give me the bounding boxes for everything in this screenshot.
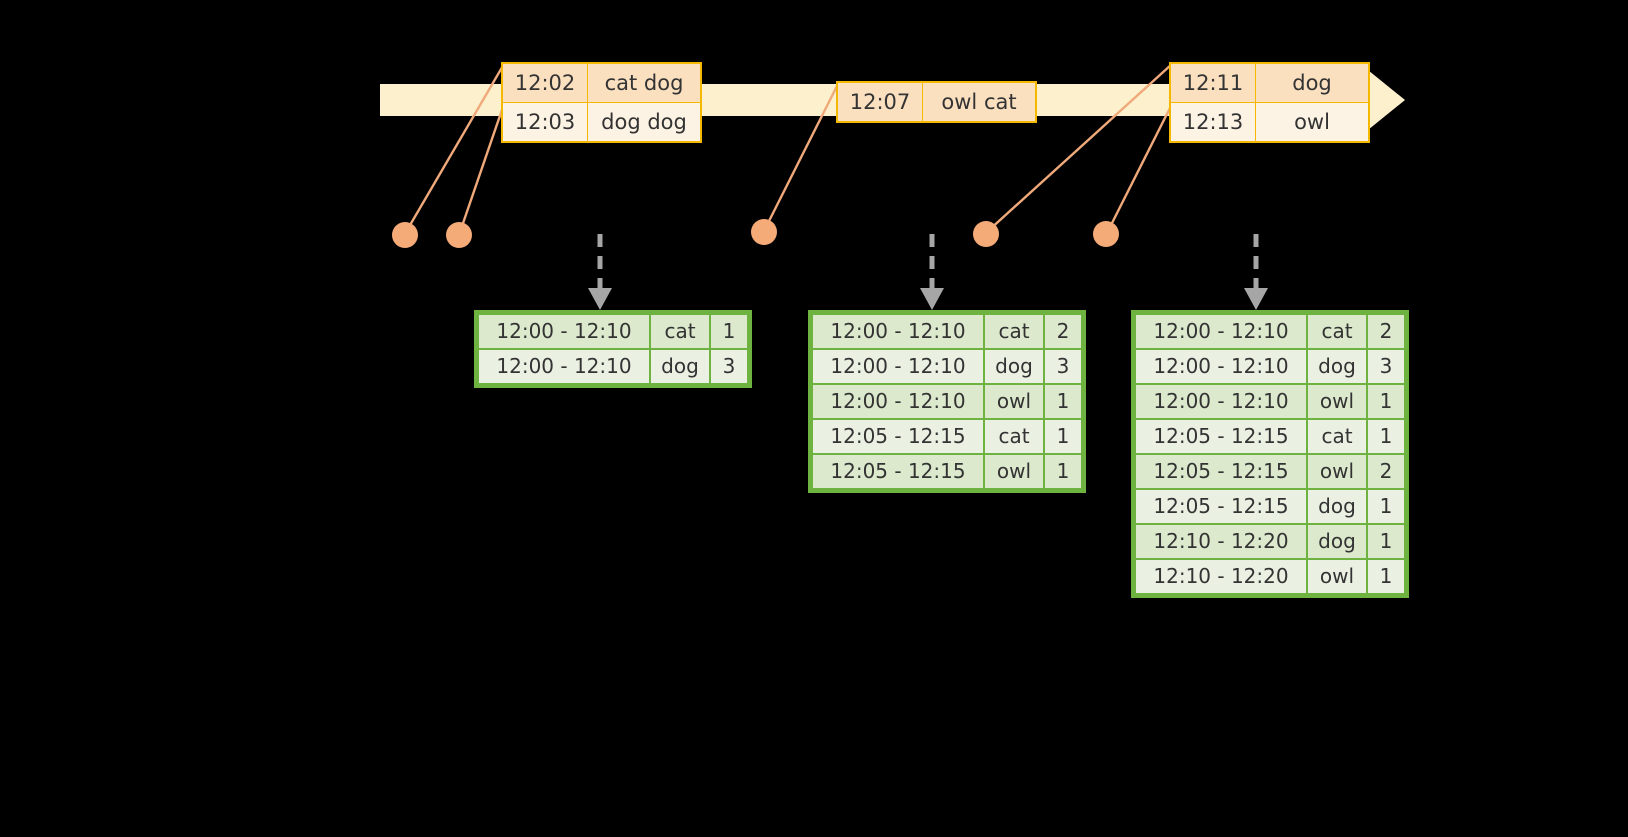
result-key: owl xyxy=(1308,455,1366,488)
emit-arrow-head-1 xyxy=(588,288,612,310)
event-time: 12:13 xyxy=(1169,102,1256,143)
result-key: dog xyxy=(1308,350,1366,383)
event-dot-3 xyxy=(751,219,777,245)
connector-line-4 xyxy=(987,63,1173,232)
result-window: 12:00 - 12:10 xyxy=(479,315,649,348)
timeline-event-group-2: 12:07 owl cat xyxy=(836,81,1037,123)
connector-line-1 xyxy=(404,63,506,233)
result-key: dog xyxy=(1308,490,1366,523)
connector-line-3 xyxy=(763,83,840,230)
event-payload: dog xyxy=(1255,62,1370,103)
result-window: 12:00 - 12:10 xyxy=(1136,315,1306,348)
timeline-event-row: 12:02 cat dog xyxy=(501,62,702,103)
event-time: 12:03 xyxy=(501,102,588,143)
result-count: 1 xyxy=(1045,385,1081,418)
result-window: 12:10 - 12:20 xyxy=(1136,525,1306,558)
event-dot-1 xyxy=(392,222,418,248)
result-window: 12:00 - 12:10 xyxy=(479,350,649,383)
result-key: cat xyxy=(985,420,1043,453)
timeline-event-group-1: 12:02 cat dog 12:03 dog dog xyxy=(501,62,702,143)
connector-line-2 xyxy=(458,103,506,233)
result-key: owl xyxy=(1308,385,1366,418)
result-count: 1 xyxy=(1368,560,1404,593)
result-key: owl xyxy=(985,455,1043,488)
result-count: 1 xyxy=(1368,525,1404,558)
emit-arrow-heads xyxy=(588,288,1268,310)
result-count: 3 xyxy=(1045,350,1081,383)
result-window: 12:05 - 12:15 xyxy=(1136,455,1306,488)
result-key: dog xyxy=(651,350,709,383)
result-count: 1 xyxy=(1368,490,1404,523)
result-count: 2 xyxy=(1368,455,1404,488)
result-count: 1 xyxy=(1368,420,1404,453)
result-window: 12:00 - 12:10 xyxy=(1136,385,1306,418)
result-key: dog xyxy=(985,350,1043,383)
timeline-event-row: 12:11 dog xyxy=(1169,62,1370,103)
result-window: 12:05 - 12:15 xyxy=(813,455,983,488)
result-count: 1 xyxy=(1045,455,1081,488)
event-time: 12:02 xyxy=(501,62,588,103)
result-count: 3 xyxy=(711,350,747,383)
event-payload: owl cat xyxy=(922,81,1037,123)
result-window: 12:00 - 12:10 xyxy=(813,385,983,418)
connector-lines xyxy=(404,63,1174,233)
event-dot-2 xyxy=(446,222,472,248)
timeline-event-row: 12:13 owl xyxy=(1169,102,1370,143)
result-key: owl xyxy=(985,385,1043,418)
result-key: cat xyxy=(1308,315,1366,348)
timeline-event-group-3: 12:11 dog 12:13 owl xyxy=(1169,62,1370,143)
result-window: 12:00 - 12:10 xyxy=(813,350,983,383)
event-payload: owl xyxy=(1255,102,1370,143)
result-key: owl xyxy=(1308,560,1366,593)
event-payload: cat dog xyxy=(587,62,702,103)
result-count: 2 xyxy=(1368,315,1404,348)
event-time: 12:07 xyxy=(836,81,923,123)
timeline-event-row: 12:07 owl cat xyxy=(836,81,1037,123)
result-key: cat xyxy=(651,315,709,348)
event-time: 12:11 xyxy=(1169,62,1256,103)
result-key: dog xyxy=(1308,525,1366,558)
result-window: 12:00 - 12:10 xyxy=(813,315,983,348)
event-payload: dog dog xyxy=(587,102,702,143)
result-window: 12:05 - 12:15 xyxy=(813,420,983,453)
emit-arrow-head-2 xyxy=(920,288,944,310)
result-window: 12:00 - 12:10 xyxy=(1136,350,1306,383)
connector-line-5 xyxy=(1106,103,1174,232)
result-count: 3 xyxy=(1368,350,1404,383)
result-count: 1 xyxy=(711,315,747,348)
result-count: 1 xyxy=(1368,385,1404,418)
result-window: 12:10 - 12:20 xyxy=(1136,560,1306,593)
event-dot-4 xyxy=(973,221,999,247)
result-window: 12:05 - 12:15 xyxy=(1136,490,1306,523)
emit-arrow-head-3 xyxy=(1244,288,1268,310)
event-dot-5 xyxy=(1093,221,1119,247)
result-count: 2 xyxy=(1045,315,1081,348)
result-key: cat xyxy=(1308,420,1366,453)
connector-dots xyxy=(392,219,1119,248)
timeline-event-row: 12:03 dog dog xyxy=(501,102,702,143)
emit-arrows xyxy=(597,234,1259,290)
result-window: 12:05 - 12:15 xyxy=(1136,420,1306,453)
result-key: cat xyxy=(985,315,1043,348)
result-count: 1 xyxy=(1045,420,1081,453)
